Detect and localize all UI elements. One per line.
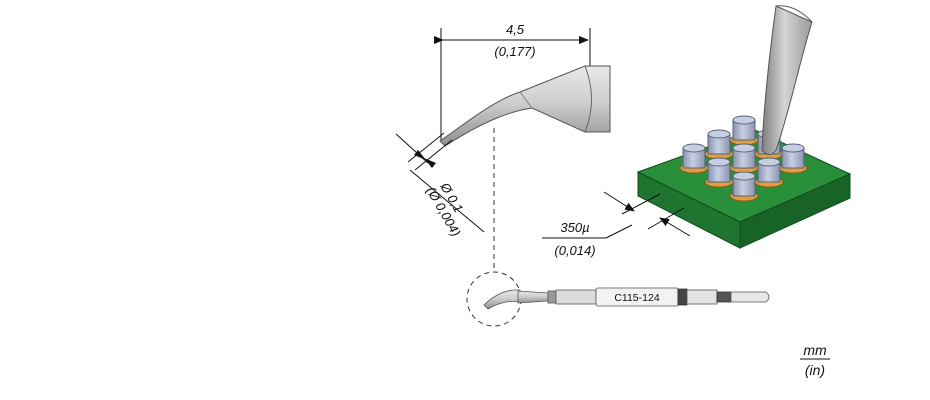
unit-in: (in) bbox=[805, 362, 825, 378]
pitch-mm: 350µ bbox=[560, 220, 589, 235]
cartridge: C115-124 bbox=[466, 271, 770, 327]
pitch-in: (0,014) bbox=[554, 243, 595, 258]
part-number: C115-124 bbox=[614, 292, 659, 304]
length-mm: 4,5 bbox=[506, 22, 525, 37]
tip-body bbox=[439, 65, 611, 147]
units-legend: mm (in) bbox=[800, 342, 830, 378]
pcb-illustration: 350µ (0,014) bbox=[542, 5, 852, 258]
soldering-tip bbox=[761, 5, 813, 155]
unit-mm: mm bbox=[803, 342, 827, 358]
component-grid bbox=[679, 115, 808, 202]
length-in: (0,177) bbox=[494, 44, 535, 59]
